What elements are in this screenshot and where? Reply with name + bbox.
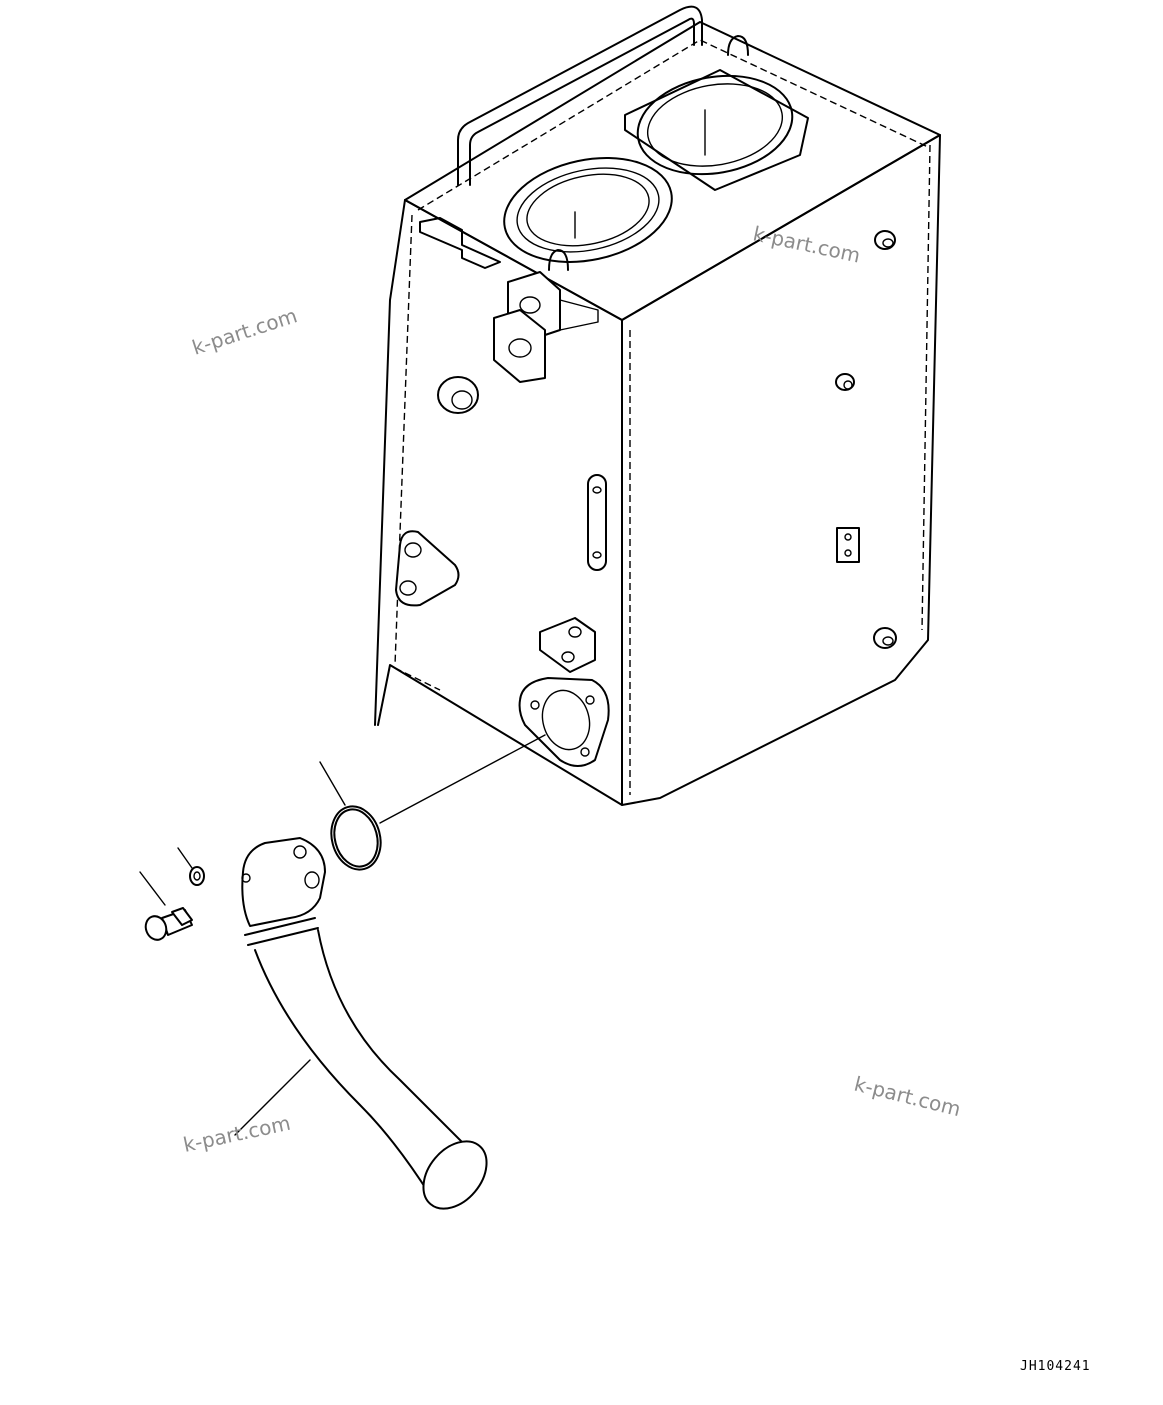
upper-flange-block <box>493 271 599 383</box>
pipe-outlet-end <box>422 1140 488 1210</box>
watermark-4: k-part.com <box>852 1072 963 1122</box>
pipe-leader <box>234 1059 311 1136</box>
drawing-code: JH104241 <box>1020 1359 1091 1374</box>
tank-left-edge <box>374 199 406 726</box>
hidden-line-right <box>921 144 931 631</box>
hidden-line-top <box>417 39 931 211</box>
top-port-large <box>624 69 809 191</box>
front-boss <box>437 376 479 414</box>
watermark-1: k-part.com <box>189 303 300 359</box>
pipe-body-left <box>254 949 431 1196</box>
small-hook <box>727 35 749 56</box>
o-ring <box>319 761 382 871</box>
bolt <box>139 871 193 941</box>
watermark-3: k-part.com <box>181 1111 293 1157</box>
slotted-bar <box>587 474 607 571</box>
bolt-leader <box>139 871 166 906</box>
top-bracket <box>419 217 501 269</box>
top-port-small <box>503 156 673 264</box>
pipe-flange <box>241 837 326 927</box>
watermark-2: k-part.com <box>751 221 863 267</box>
elbow-pipe <box>234 837 488 1210</box>
assembly-centerline <box>379 734 546 824</box>
tank-outlet-flange <box>518 677 610 767</box>
pipe-body-right <box>317 929 466 1146</box>
washer <box>177 847 205 886</box>
hidden-line-bottom <box>394 667 441 691</box>
washer-leader <box>177 847 193 869</box>
right-face-bosses <box>835 230 897 649</box>
triangle-mount-plate <box>395 530 460 607</box>
small-square-flange <box>539 617 596 673</box>
o-ring-leader <box>319 761 346 806</box>
